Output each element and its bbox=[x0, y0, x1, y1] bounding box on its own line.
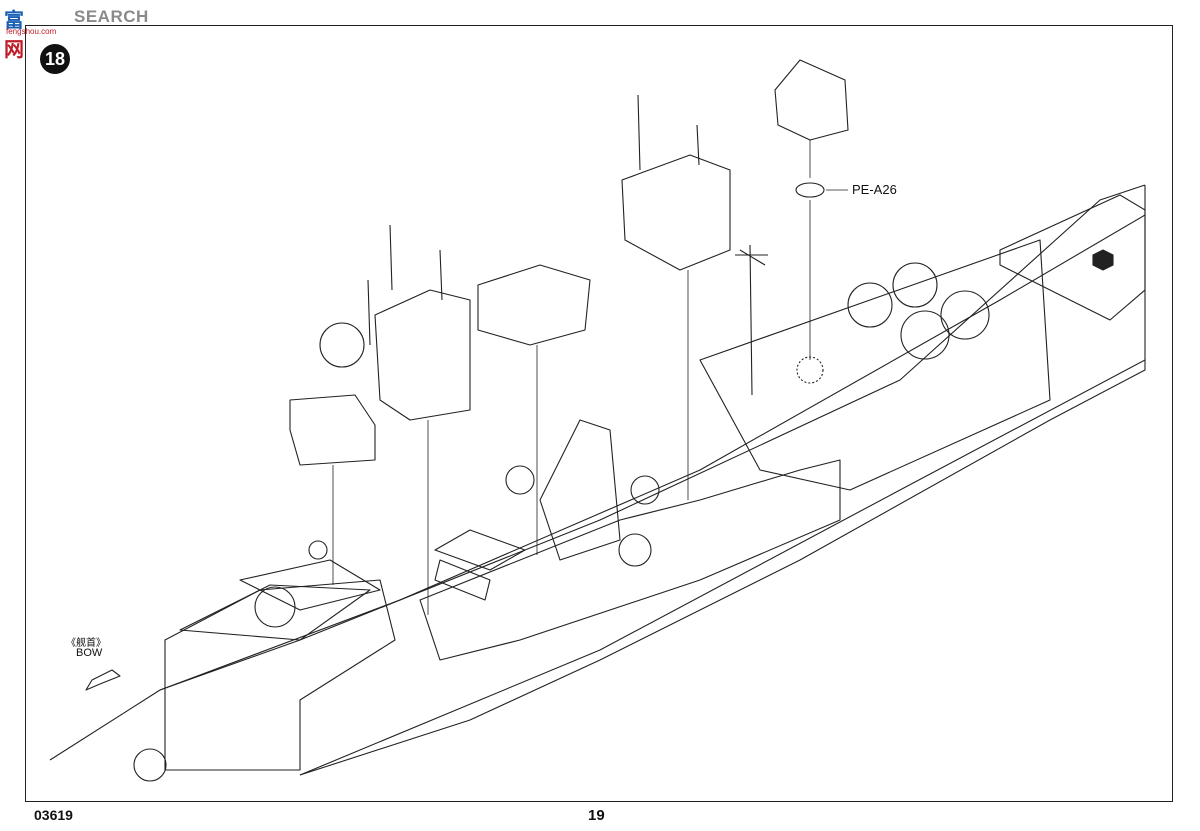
instruction-frame bbox=[25, 25, 1173, 802]
page-number: 19 bbox=[588, 807, 605, 824]
vls-cluster-d bbox=[940, 290, 990, 340]
radome-fore bbox=[254, 586, 296, 628]
model-code: 03619 bbox=[34, 807, 73, 823]
mast-radar-part bbox=[289, 394, 376, 466]
bow-arrow bbox=[85, 669, 121, 691]
bow-label-en: BOW bbox=[76, 647, 103, 659]
step-number-badge: 18 bbox=[40, 44, 70, 74]
radome-mid bbox=[630, 475, 660, 505]
vls-cluster-b bbox=[892, 262, 938, 308]
logo-char-a: 富 bbox=[4, 8, 25, 32]
bridge-block bbox=[164, 579, 396, 771]
helipad bbox=[999, 194, 1146, 321]
bridge-tower-part bbox=[374, 289, 471, 421]
fore-deck-platform bbox=[239, 559, 381, 611]
bridge-roof bbox=[179, 584, 371, 641]
whip-antenna bbox=[735, 244, 768, 396]
logo-cn-text: 富网 bbox=[4, 4, 25, 62]
aft-mast-part bbox=[621, 154, 731, 271]
logo-char-b: 网 bbox=[4, 37, 25, 61]
pe-part-label: PE-A26 bbox=[852, 182, 897, 197]
aft-hangar bbox=[699, 239, 1051, 491]
logo-search-text: SEARCH bbox=[74, 7, 149, 26]
ciws-turret-a bbox=[505, 465, 535, 495]
mast-radome bbox=[319, 322, 365, 368]
radar-dome-part bbox=[774, 59, 849, 141]
hull-outline bbox=[49, 184, 1146, 776]
logo-url: fengshou.com bbox=[6, 27, 57, 36]
aft-mast-antenna bbox=[637, 94, 700, 171]
sunburst-antenna bbox=[796, 356, 824, 384]
bow-label-cn: 《舰首》 bbox=[66, 638, 106, 649]
radome-small bbox=[308, 540, 328, 560]
mast-antenna bbox=[367, 224, 443, 346]
funnel bbox=[539, 419, 621, 561]
helipad-marker bbox=[1092, 249, 1114, 271]
missile-launcher bbox=[434, 529, 526, 601]
vls-cluster-a bbox=[847, 282, 893, 328]
roof-platform-part bbox=[477, 264, 591, 346]
hull-waterline bbox=[299, 359, 1146, 776]
midship-block bbox=[419, 459, 841, 661]
vls-cluster-fore bbox=[133, 748, 167, 782]
vls-cluster-c bbox=[900, 310, 950, 360]
ciws-turret-b bbox=[618, 533, 652, 567]
deck-edge bbox=[159, 214, 1146, 691]
pe-ring-part bbox=[795, 182, 825, 198]
